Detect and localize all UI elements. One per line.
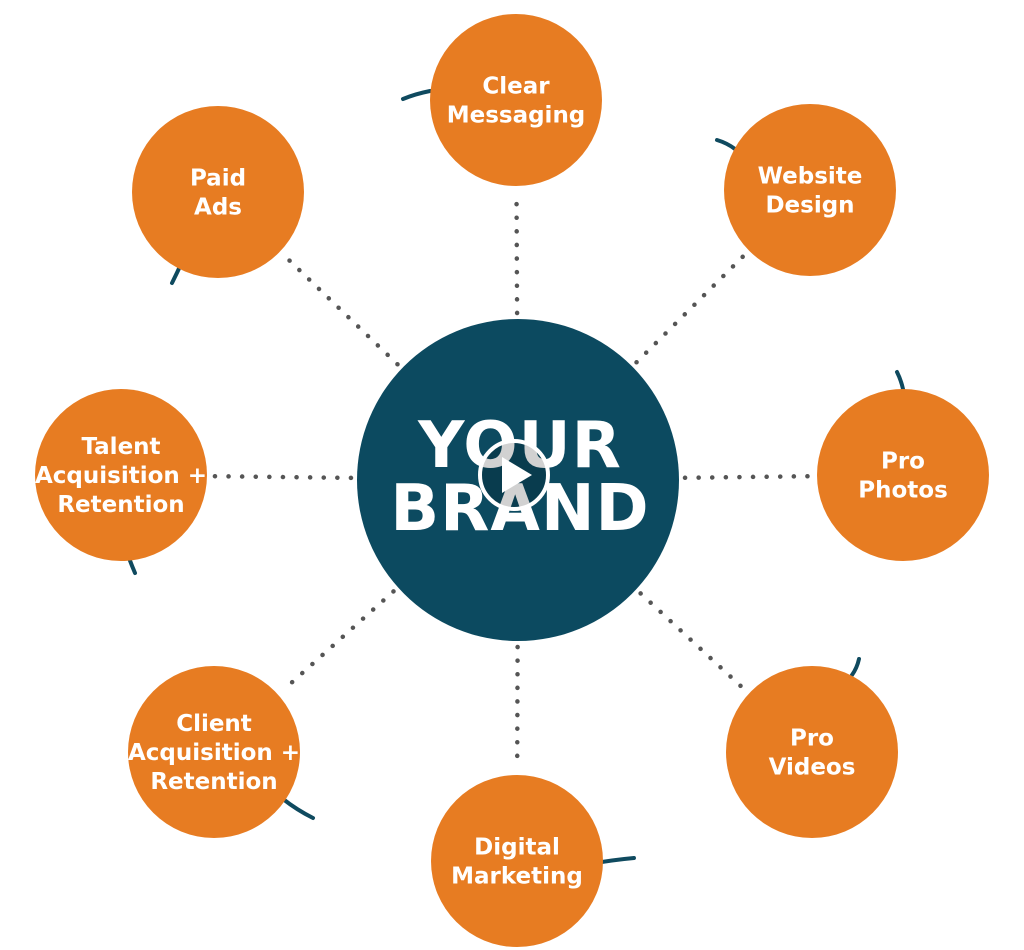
connector-talent-acquisition-retention [210, 473, 354, 481]
node-circle-website-design[interactable] [724, 104, 896, 276]
node-label-pro-photos-line-2: Photos [858, 478, 948, 504]
node-label-talent-acquisition-retention-line-2: Acquisition + [35, 463, 207, 489]
node-label-clear-messaging-line-2: Messaging [447, 103, 586, 129]
swoosh-client-acquisition-retention [281, 797, 315, 820]
connectors [210, 189, 814, 772]
connector-pro-videos [638, 591, 747, 692]
node-label-client-acquisition-retention-line-3: Retention [150, 769, 277, 795]
connector-client-acquisition-retention [280, 589, 396, 693]
node-label-website-design-line-2: Design [765, 193, 854, 219]
node-circle-digital-marketing[interactable] [431, 775, 603, 947]
connector-pro-photos [682, 473, 814, 481]
node-circle-talent-acquisition-retention[interactable] [35, 389, 207, 561]
node-label-digital-marketing-line-2: Marketing [451, 864, 583, 890]
node-label-paid-ads-line-2: Ads [194, 195, 242, 221]
node-circle-clear-messaging[interactable] [430, 14, 602, 186]
swoosh-pro-photos [895, 370, 905, 391]
play-button[interactable] [478, 439, 550, 511]
node-label-talent-acquisition-retention-line-3: Retention [57, 492, 184, 518]
node-label-pro-photos-line-1: Pro [881, 449, 925, 475]
node-label-digital-marketing-line-1: Digital [474, 835, 560, 861]
play-icon[interactable] [502, 457, 532, 493]
connector-paid-ads [282, 253, 400, 367]
connector-clear-messaging [514, 189, 520, 316]
node-label-website-design-line-1: Website [758, 164, 863, 190]
node-label-pro-videos-line-2: Videos [769, 755, 856, 781]
swoosh-website-design [715, 138, 737, 151]
connector-website-design [634, 252, 747, 365]
swoosh-pro-videos [850, 657, 861, 677]
node-circle-paid-ads[interactable] [132, 106, 304, 278]
node-label-paid-ads-line-1: Paid [190, 166, 246, 192]
node-label-pro-videos-line-1: Pro [790, 726, 834, 752]
node-circle-client-acquisition-retention[interactable] [128, 666, 300, 838]
node-label-client-acquisition-retention-line-1: Client [176, 711, 252, 737]
node-circle-pro-photos[interactable] [817, 389, 989, 561]
nodes: ClearMessagingWebsiteDesignProPhotosProV… [35, 14, 989, 947]
node-label-client-acquisition-retention-line-2: Acquisition + [128, 740, 300, 766]
swoosh-clear-messaging [401, 89, 432, 101]
node-label-clear-messaging-line-1: Clear [482, 74, 550, 100]
node-circle-pro-videos[interactable] [726, 666, 898, 838]
node-label-talent-acquisition-retention-line-1: Talent [81, 434, 160, 460]
